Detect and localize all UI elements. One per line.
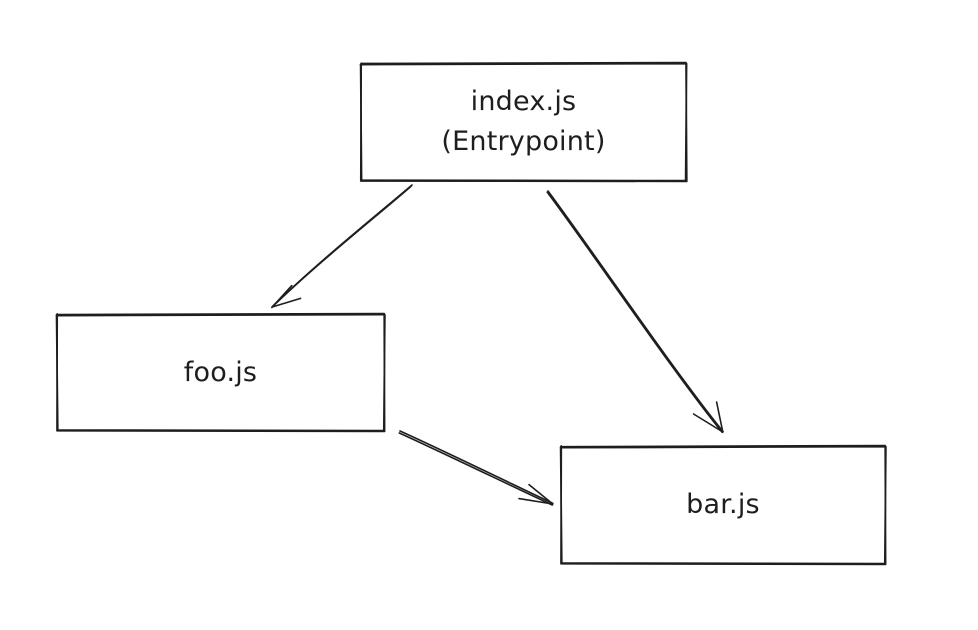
node-bar-js-label: bar.js bbox=[686, 489, 760, 520]
node-index-js[interactable]: index.js (Entrypoint) bbox=[360, 62, 687, 182]
node-bar-js[interactable]: bar.js bbox=[560, 445, 886, 565]
node-foo-js-label: foo.js bbox=[183, 356, 258, 388]
edge-foo-to-bar bbox=[398, 430, 554, 506]
edge-index-to-bar bbox=[546, 190, 724, 434]
edge-index-to-foo bbox=[271, 184, 413, 309]
node-index-js-label: index.js (Entrypoint) bbox=[441, 86, 606, 157]
node-foo-js[interactable]: foo.js bbox=[56, 313, 385, 432]
